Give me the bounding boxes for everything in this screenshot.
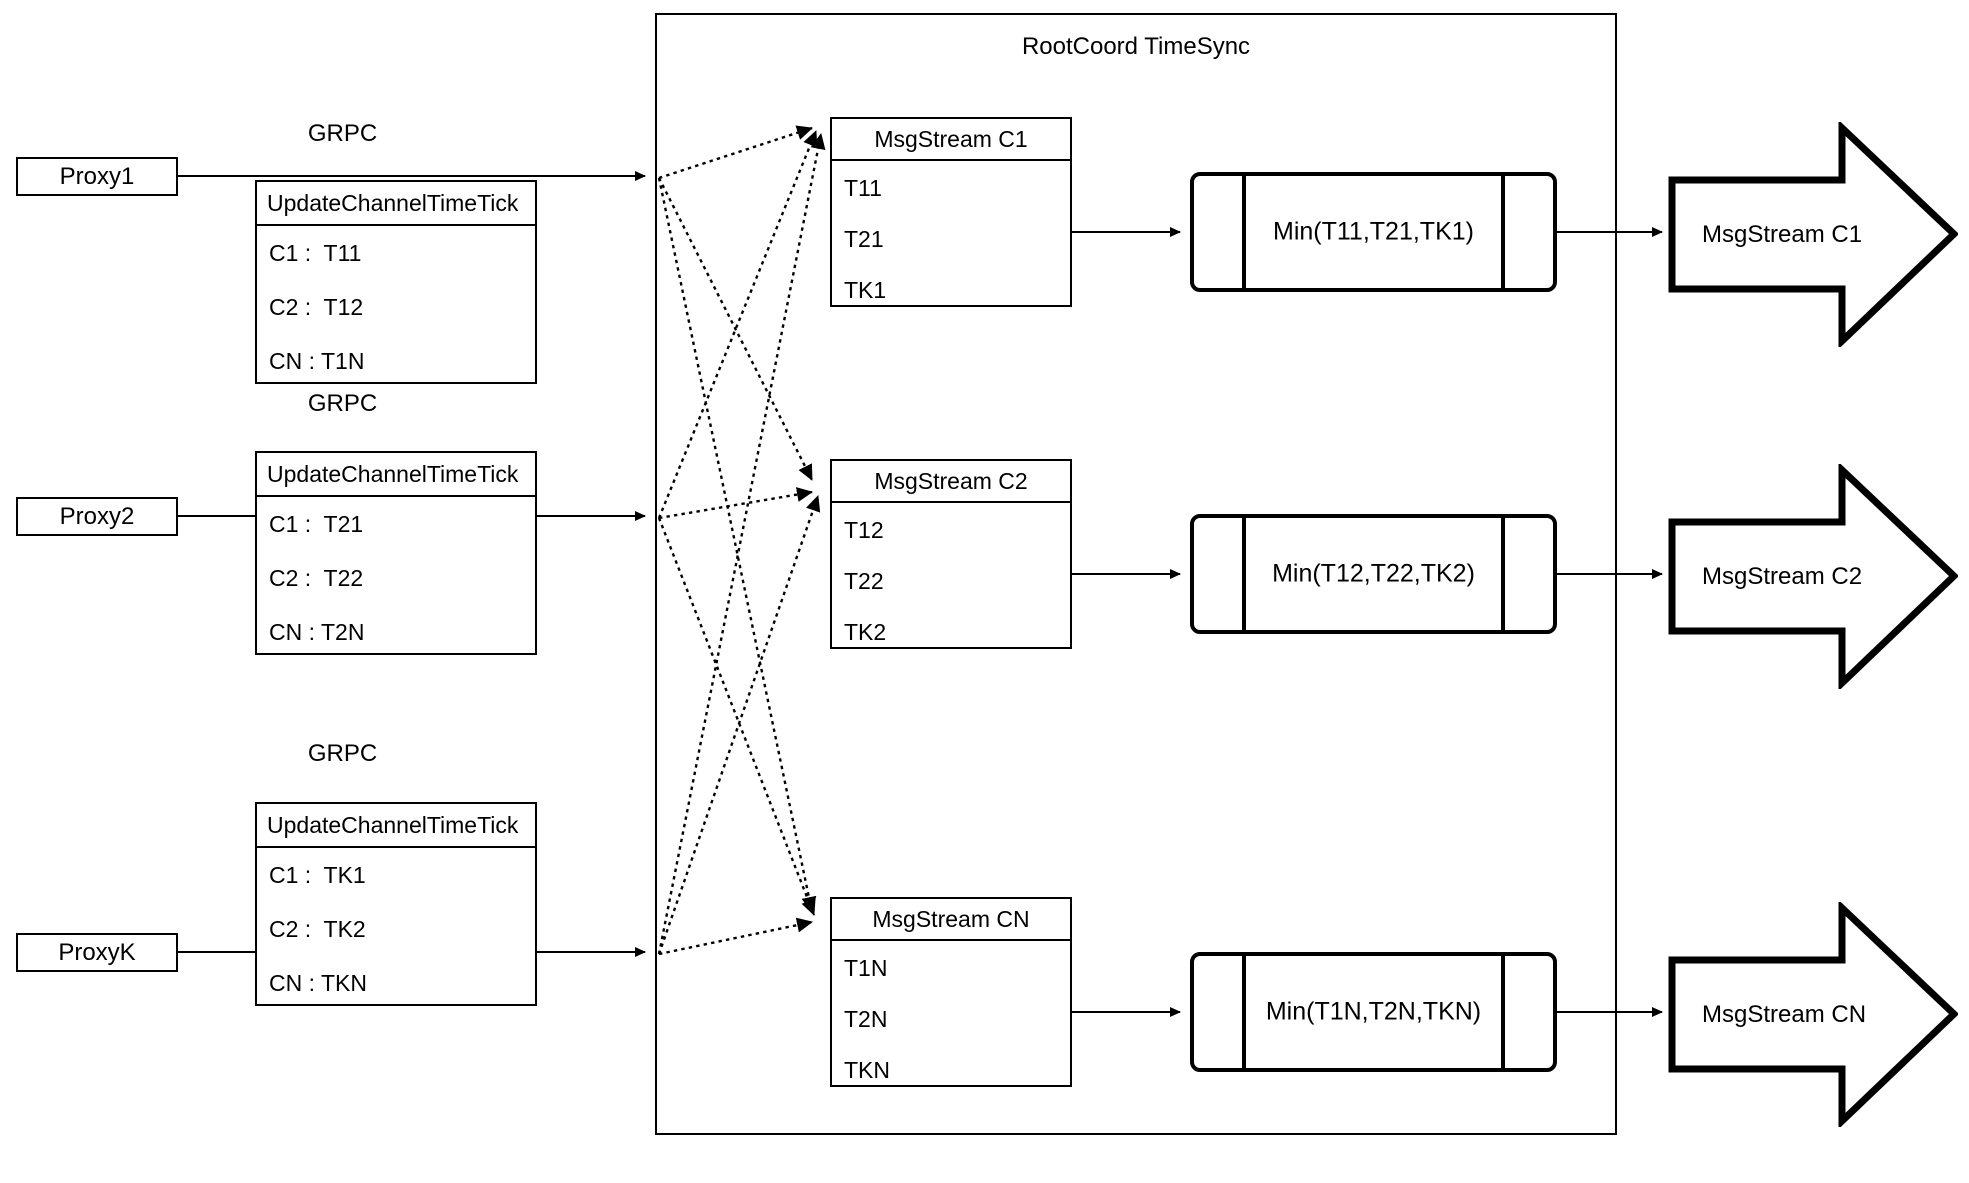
min-process-c1: Min(T11,T21,TK1) <box>1190 172 1557 292</box>
record-body: C1 : TK1 C2 : TK2 CN : TKN <box>257 848 535 1004</box>
record-row: C1 : T11 <box>269 240 362 266</box>
process-bar-right <box>1501 174 1505 290</box>
record-row: CN : T1N <box>269 348 365 374</box>
record-title: UpdateChannelTimeTick <box>257 453 535 497</box>
record-row: TK1 <box>844 277 887 303</box>
min-process-label: Min(T12,T22,TK2) <box>1272 559 1475 588</box>
proxy-label: Proxy1 <box>59 162 135 190</box>
proxy-box-2[interactable]: Proxy2 <box>16 497 178 536</box>
min-process-label: Min(T1N,T2N,TKN) <box>1265 997 1482 1026</box>
min-process-c2: Min(T12,T22,TK2) <box>1190 514 1557 634</box>
output-block-arrow-cn: MsgStream CN <box>1668 902 1958 1127</box>
record-row: C1 : TK1 <box>269 862 366 888</box>
proxy-box-1[interactable]: Proxy1 <box>16 157 178 196</box>
grpc-label-2: GRPC <box>307 390 378 417</box>
record-row: T1N <box>844 955 888 981</box>
update-channel-timetick-3: UpdateChannelTimeTick C1 : TK1 C2 : TK2 … <box>255 802 537 1006</box>
record-title: UpdateChannelTimeTick <box>257 804 535 848</box>
msgstream-box-c2: MsgStream C2 T12 T22 TK2 <box>830 459 1072 649</box>
process-bar-left <box>1242 174 1246 290</box>
record-row: C1 : T21 <box>269 511 364 537</box>
msgstream-box-cn: MsgStream CN T1N T2N TKN <box>830 897 1072 1087</box>
output-block-arrow-c2: MsgStream C2 <box>1668 464 1958 689</box>
record-title: MsgStream CN <box>832 899 1070 941</box>
record-row: CN : T2N <box>269 619 365 645</box>
process-bar-left <box>1242 516 1246 632</box>
record-row: T12 <box>844 517 884 543</box>
record-row: TKN <box>844 1057 890 1083</box>
rootcoord-timesync-title: RootCoord TimeSync <box>1021 33 1251 60</box>
process-bar-left <box>1242 954 1246 1070</box>
record-row: C2 : T12 <box>269 294 364 320</box>
record-body: T12 T22 TK2 <box>832 503 1070 647</box>
output-label: MsgStream CN <box>1702 1000 1867 1028</box>
output-label: MsgStream C2 <box>1702 562 1863 590</box>
record-row: C2 : T22 <box>269 565 364 591</box>
grpc-label-1: GRPC <box>307 120 378 147</box>
record-body: C1 : T11 C2 : T12 CN : T1N <box>257 226 535 382</box>
record-row: T11 <box>844 175 882 201</box>
update-channel-timetick-2: UpdateChannelTimeTick C1 : T21 C2 : T22 … <box>255 451 537 655</box>
record-row: CN : TKN <box>269 970 367 996</box>
grpc-label-3: GRPC <box>307 740 378 767</box>
record-row: T2N <box>844 1006 888 1032</box>
min-process-cn: Min(T1N,T2N,TKN) <box>1190 952 1557 1072</box>
record-body: T11 T21 TK1 <box>832 161 1070 305</box>
update-channel-timetick-1: UpdateChannelTimeTick C1 : T11 C2 : T12 … <box>255 180 537 384</box>
record-title: MsgStream C2 <box>832 461 1070 503</box>
process-bar-right <box>1501 516 1505 632</box>
proxy-label: Proxy2 <box>59 502 135 530</box>
record-row: T22 <box>844 568 884 594</box>
record-row: TK2 <box>844 619 887 645</box>
record-title: MsgStream C1 <box>832 119 1070 161</box>
record-body: C1 : T21 C2 : T22 CN : T2N <box>257 497 535 653</box>
output-label: MsgStream C1 <box>1702 220 1863 248</box>
record-title: UpdateChannelTimeTick <box>257 182 535 226</box>
proxy-box-3[interactable]: ProxyK <box>16 933 178 972</box>
msgstream-box-c1: MsgStream C1 T11 T21 TK1 <box>830 117 1072 307</box>
record-row: C2 : TK2 <box>269 916 366 942</box>
record-row: T21 <box>844 226 884 252</box>
rootcoord-timesync-group <box>655 13 1617 1135</box>
output-block-arrow-c1: MsgStream C1 <box>1668 122 1958 347</box>
record-body: T1N T2N TKN <box>832 941 1070 1085</box>
min-process-label: Min(T11,T21,TK1) <box>1273 217 1474 246</box>
process-bar-right <box>1501 954 1505 1070</box>
proxy-label: ProxyK <box>58 938 136 966</box>
